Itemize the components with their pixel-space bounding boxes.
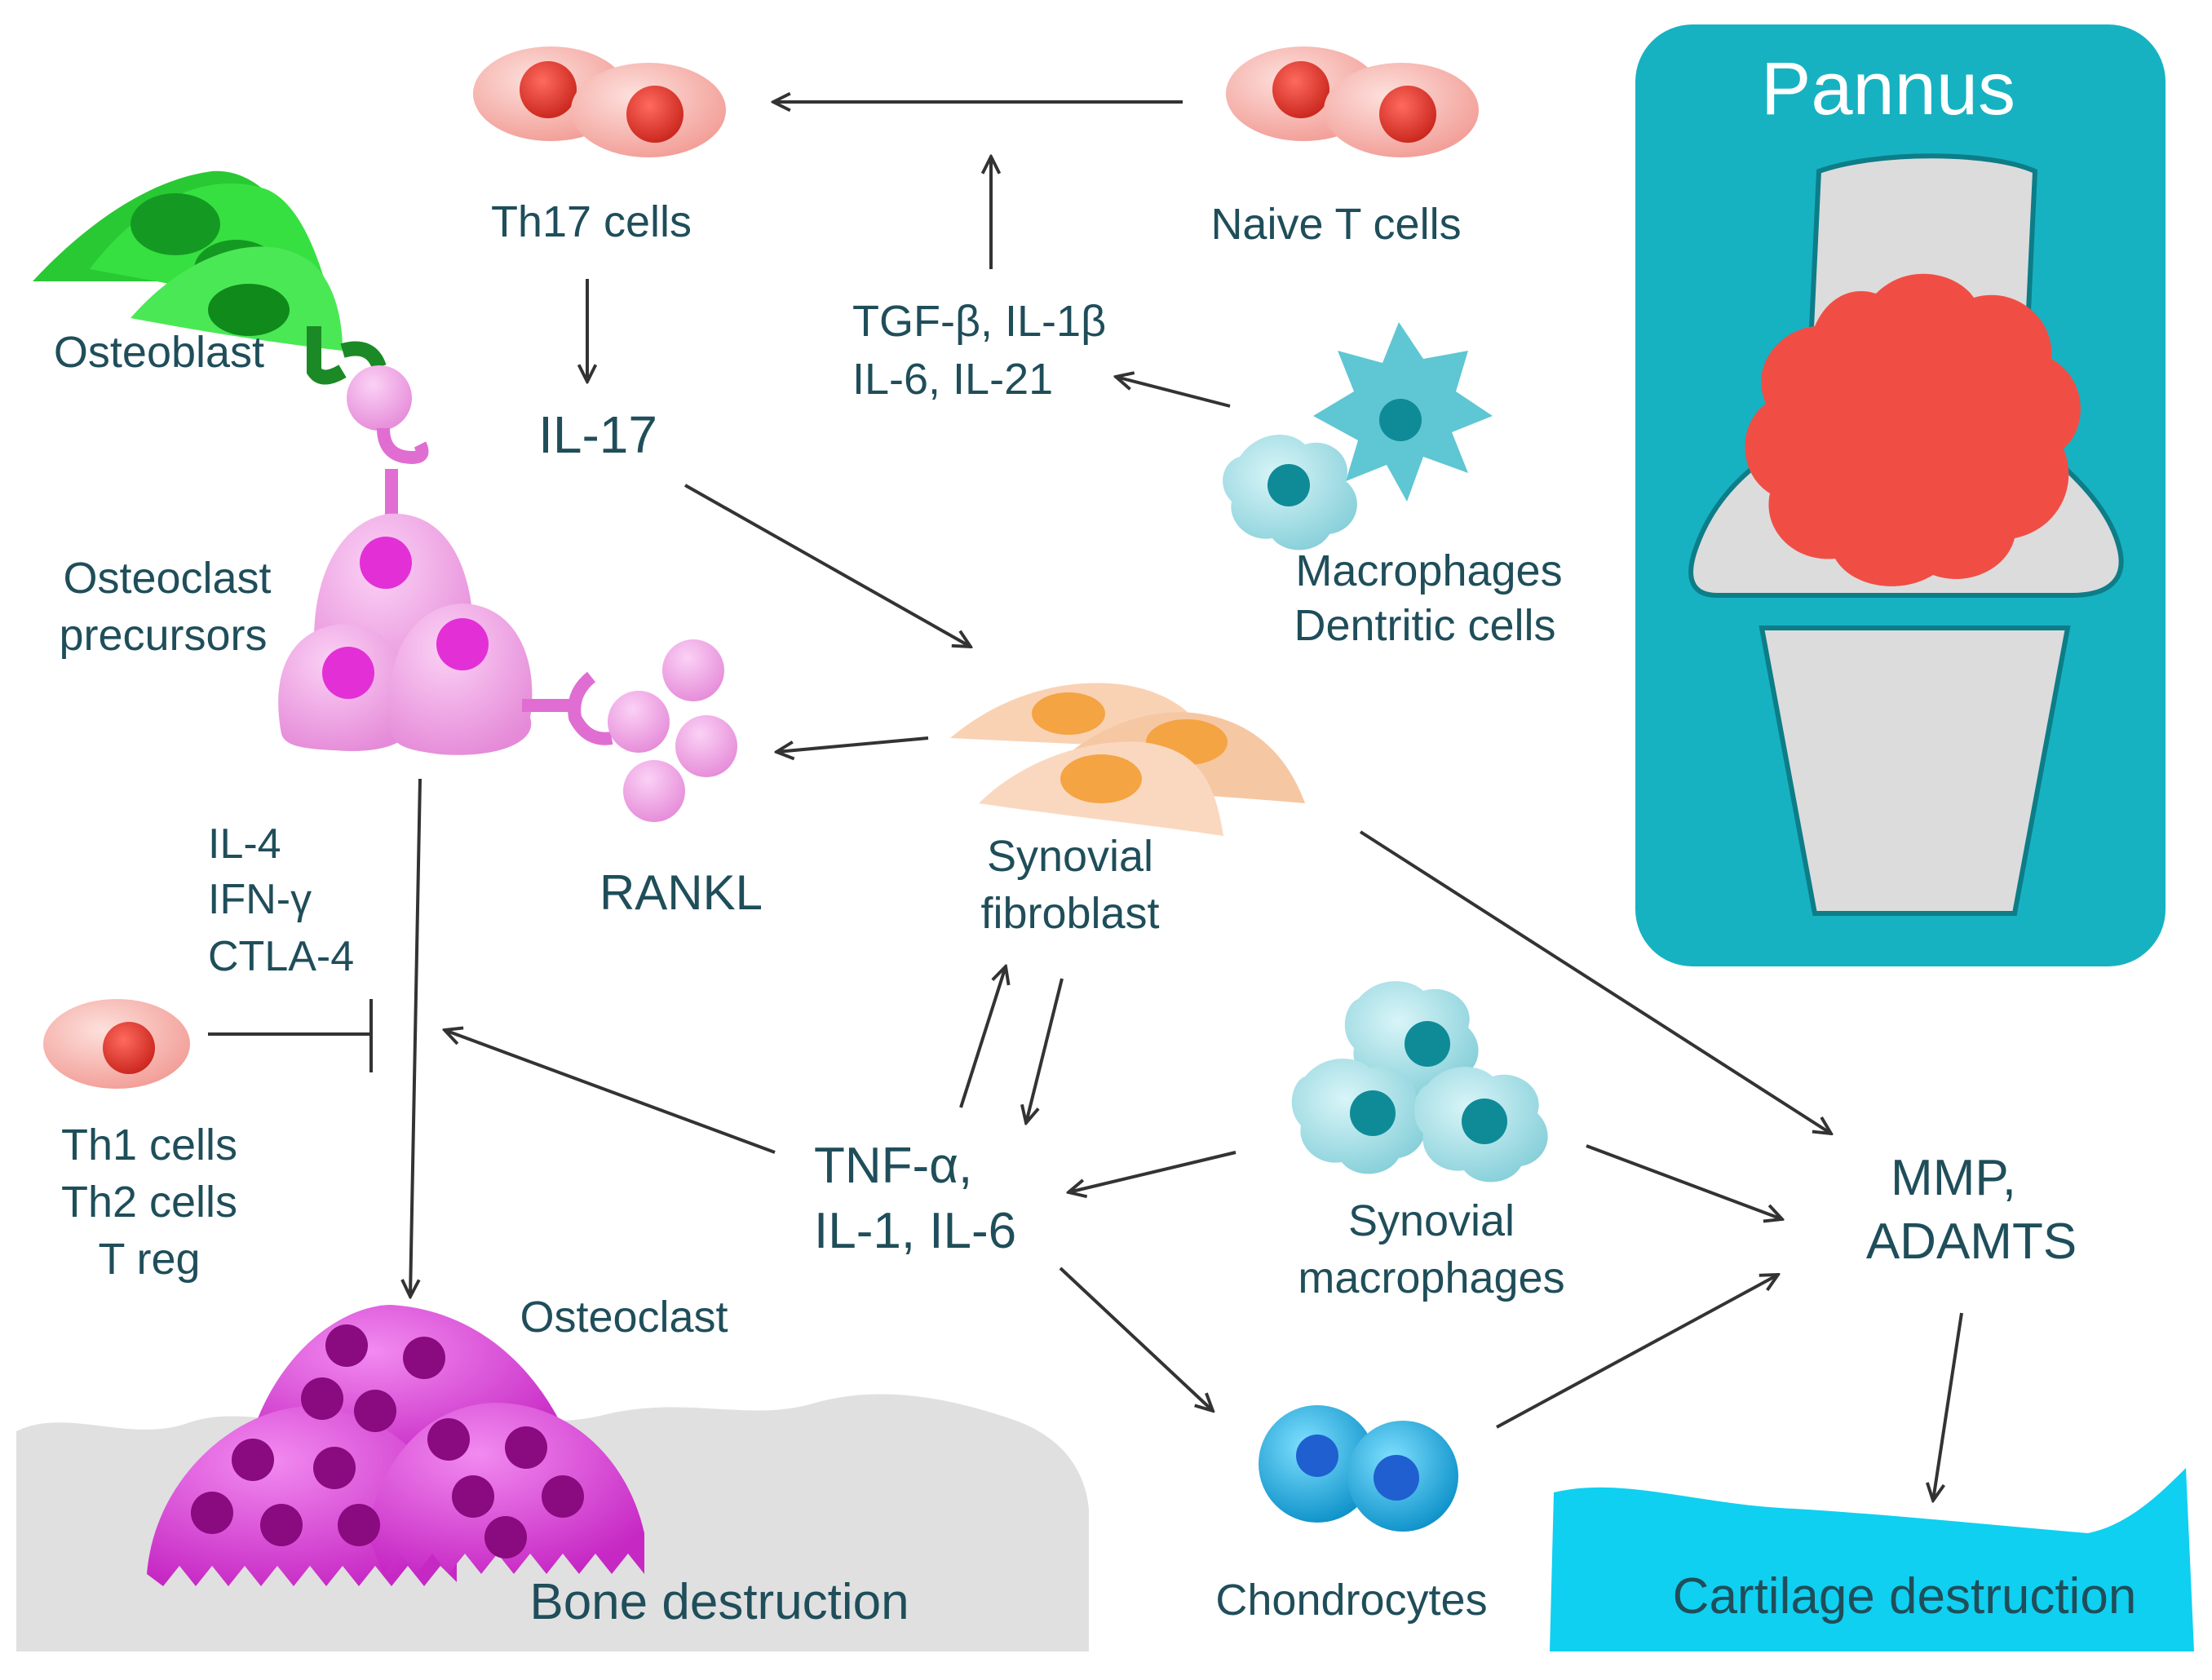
macrophages-label: Macrophages xyxy=(1295,546,1562,595)
osteoclast-precursors-line1: Osteoclast xyxy=(63,554,271,603)
chondrocytes-icon xyxy=(1259,1405,1458,1532)
arrow-il17-to-fibroblast xyxy=(684,484,971,647)
mmp-line2: ADAMTS xyxy=(1866,1214,2077,1270)
pannus-title: Pannus xyxy=(1761,47,2015,130)
synovial-macrophages-line1: Synovial xyxy=(1348,1196,1515,1245)
treg-label: T reg xyxy=(98,1235,200,1284)
inhibitor-ctla4: CTLA-4 xyxy=(208,933,354,980)
rankl-label: RANKL xyxy=(599,865,763,920)
cartilage-tissue xyxy=(1550,1468,2194,1651)
rankl-cluster-icon xyxy=(608,639,737,822)
inhibitor-ifn: IFN-γ xyxy=(208,876,312,923)
pannus-mass xyxy=(1745,273,2081,586)
th1-label: Th1 cells xyxy=(61,1121,237,1169)
th2-label: Th2 cells xyxy=(61,1178,237,1227)
synovial-macrophages-line2: macrophages xyxy=(1298,1253,1564,1302)
mmp-line1: MMP, xyxy=(1891,1150,2016,1206)
th1-cell-icon xyxy=(43,999,190,1089)
arrow-macrophage-to-cytokines xyxy=(1116,377,1231,408)
th17-cells-icon xyxy=(473,46,726,157)
synovial-fibroblast-line1: Synovial xyxy=(987,832,1153,881)
arrow-tnf-to-precursor-inhibit xyxy=(445,1030,776,1154)
arrow-fibroblast-to-tnf xyxy=(1026,978,1064,1123)
lower-bone xyxy=(1759,626,2071,916)
cytokines-line1: TGF-β, IL-1β xyxy=(852,297,1106,346)
synovial-macrophages-icon xyxy=(1291,981,1548,1183)
th17-label: Th17 cells xyxy=(491,197,692,246)
chondrocytes-label: Chondrocytes xyxy=(1215,1576,1487,1625)
arrow-precursor-to-osteoclast xyxy=(410,778,422,1297)
osteoclast-precursors-icon xyxy=(278,427,613,755)
naive-label: Naive T cells xyxy=(1210,200,1461,249)
osteoclast-icon xyxy=(147,1305,644,1586)
arrow-synmac-to-tnf xyxy=(1068,1151,1237,1192)
tnf-line1: TNF-α, xyxy=(814,1138,972,1194)
pathway-arrows xyxy=(208,102,1963,1501)
synovial-fibroblast-line2: fibroblast xyxy=(980,889,1159,938)
osteoclast-precursors-line2: precursors xyxy=(59,611,267,660)
osteoblast-label: Osteoblast xyxy=(54,328,264,377)
bone-destruction-label: Bone destruction xyxy=(529,1574,909,1630)
il17-label: IL-17 xyxy=(538,405,657,464)
osteoblast-icon xyxy=(33,170,387,385)
inhibitor-il4: IL-4 xyxy=(208,820,281,868)
arrow-fibroblast-to-mmp xyxy=(1359,830,1831,1134)
dendritic-label: Dentritic cells xyxy=(1294,601,1555,650)
cartilage-destruction-label: Cartilage destruction xyxy=(1673,1568,2137,1625)
macrophage-dendritic-icon xyxy=(1223,322,1493,550)
arrow-fibroblast-to-rankl xyxy=(776,736,929,752)
arrow-synmac-to-mmp xyxy=(1586,1144,1782,1219)
arrow-mmp-to-cartilage xyxy=(1933,1312,1963,1501)
pannus-panel: Pannus xyxy=(1635,24,2166,966)
cytokines-line2: IL-6, IL-21 xyxy=(852,355,1053,404)
rankl-ligand-bound xyxy=(347,365,412,431)
arrow-chondrocytes-to-mmp xyxy=(1496,1275,1778,1429)
arrow-tnf-to-chondrocytes xyxy=(1059,1267,1213,1411)
naive-t-cells-icon xyxy=(1226,46,1479,157)
osteoclast-label: Osteoclast xyxy=(520,1293,728,1342)
arrow-tnf-to-fibroblast xyxy=(959,966,1006,1108)
labels: Th17 cells Naive T cells Osteoblast TGF-… xyxy=(54,197,2136,1630)
synovial-fibroblast-icon xyxy=(950,683,1305,836)
tnf-line2: IL-1, IL-6 xyxy=(814,1203,1016,1259)
